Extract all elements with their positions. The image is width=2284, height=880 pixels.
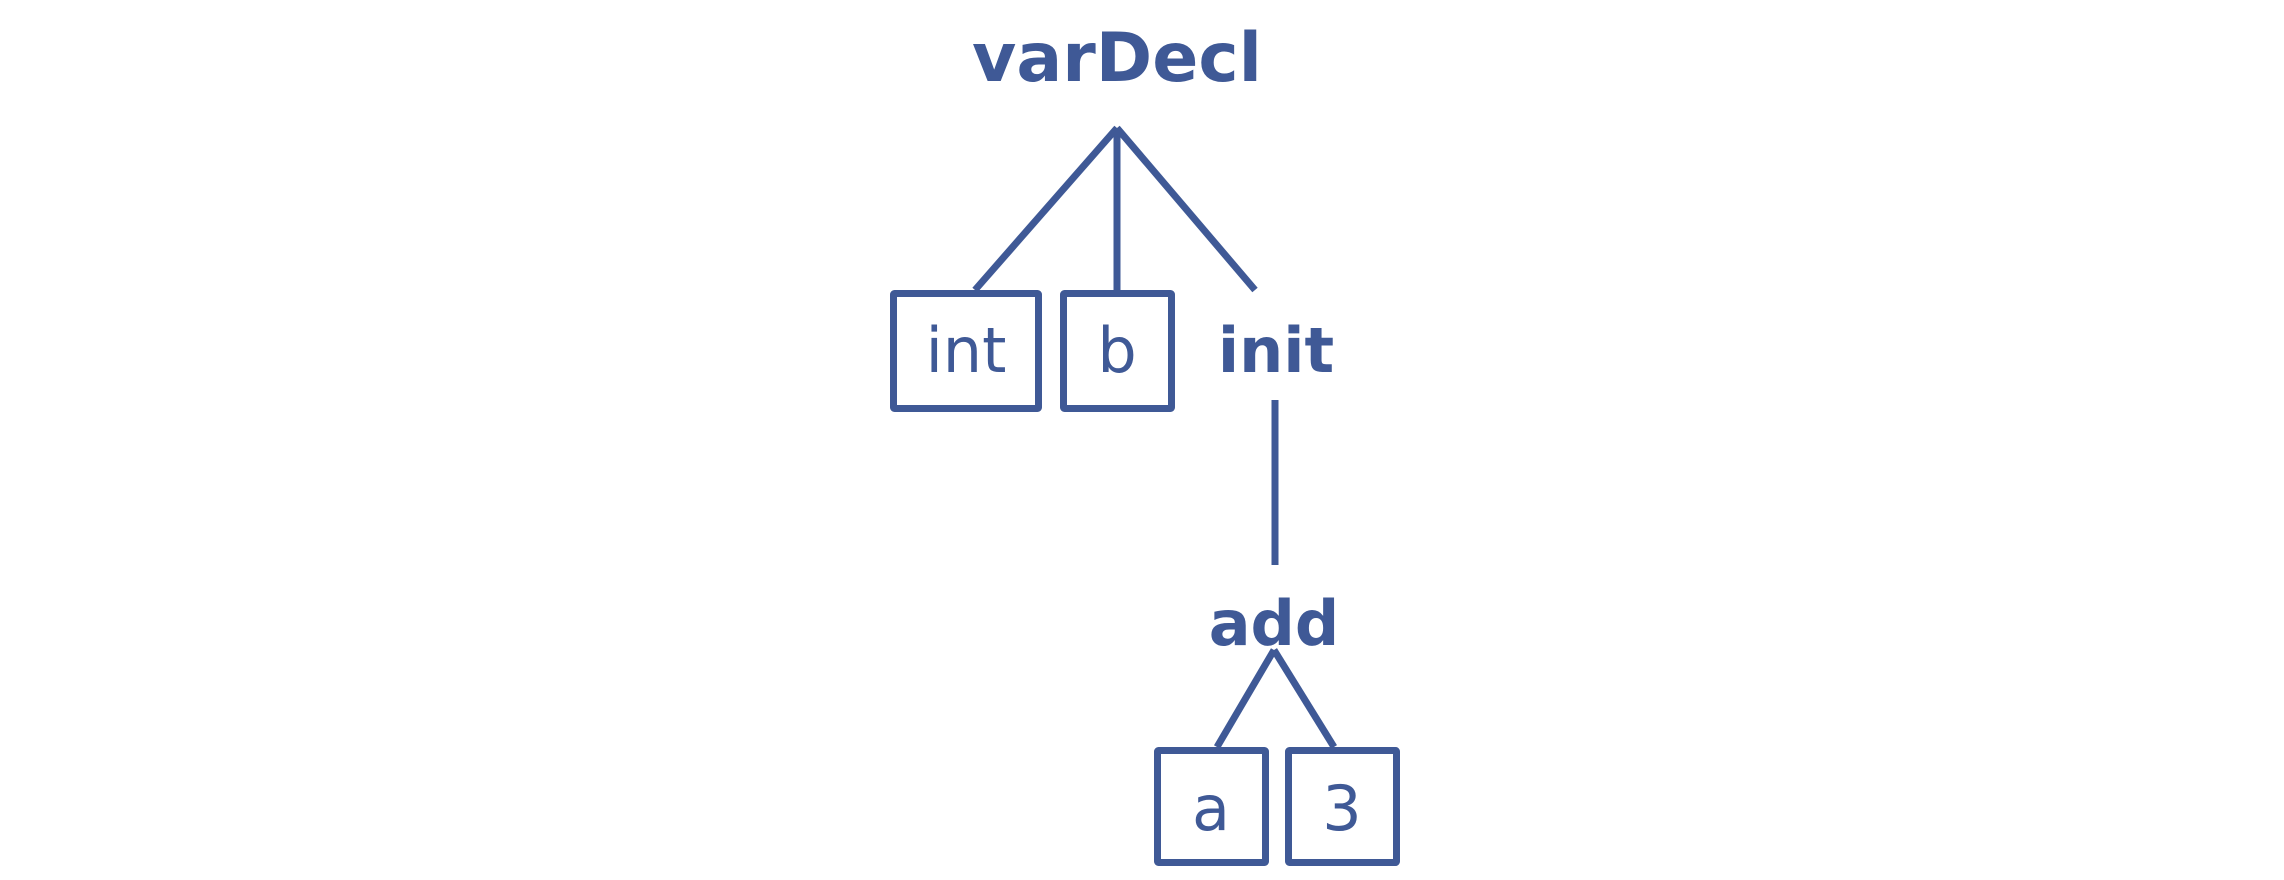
node-label-add: add [1209,587,1340,660]
node-label-init: init [1218,314,1334,387]
node-label-int: int [926,314,1007,387]
node-label-3: 3 [1322,772,1361,845]
node-label-vardecl: varDecl [972,19,1262,98]
node-label-b: b [1097,314,1136,387]
node-box-3 [1285,747,1400,866]
node-box-a [1154,747,1269,866]
edge-vardecl-to-init [1114,125,1258,293]
node-box-b [1060,290,1175,412]
edge-add-to-3 [1271,648,1337,749]
node-box-int [890,290,1042,412]
edge-add-to-a [1213,648,1278,749]
node-label-a: a [1192,772,1230,845]
edge-vardecl-to-int [972,125,1120,293]
